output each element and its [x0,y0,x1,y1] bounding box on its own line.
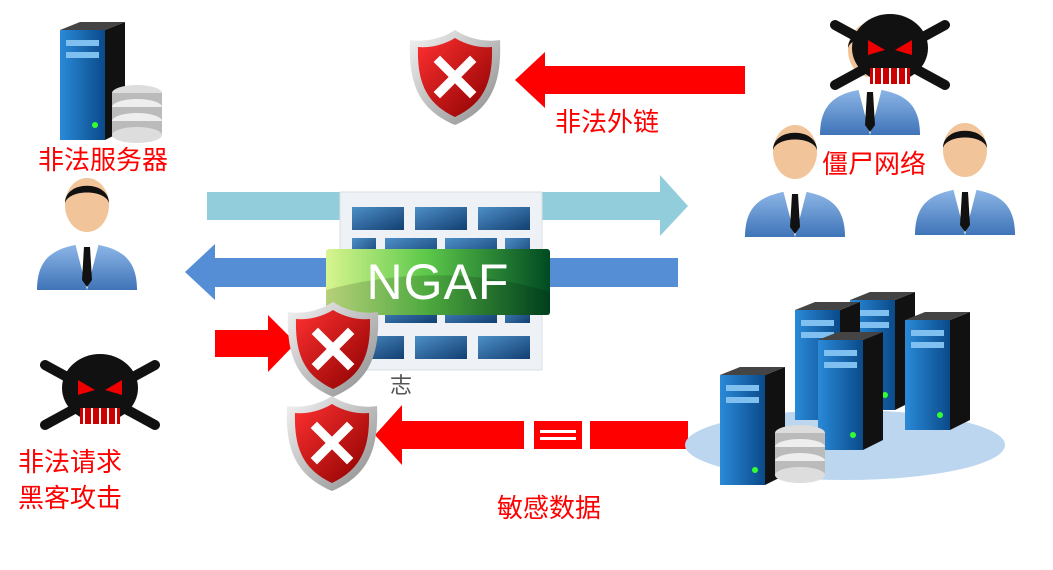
log-char: 志 [390,374,413,399]
user-icon [37,178,137,290]
sensitive-data-label: 敏感数据 [497,494,602,524]
block-shield-icon [410,30,500,125]
illegal-server-icon [60,22,162,143]
document-icon [524,410,590,465]
botnet-label: 僵尸网络 [822,150,927,180]
firewall-name: NGAF [366,254,510,310]
illegal-outlink-label: 非法外链 [555,108,660,138]
hacker-attack-label: 黑客攻击 [18,484,123,514]
attack-arrow [215,315,296,372]
block-shield-icon [288,302,378,397]
data-center-icon [685,292,1005,485]
botnet-icon [745,14,1015,237]
outlink-arrow [515,52,745,108]
hacker-skull-icon [45,354,155,425]
illegal-server-label: 非法服务器 [38,146,169,176]
illegal-request-label: 非法请求 [18,448,123,478]
block-shield-icon [287,396,377,491]
